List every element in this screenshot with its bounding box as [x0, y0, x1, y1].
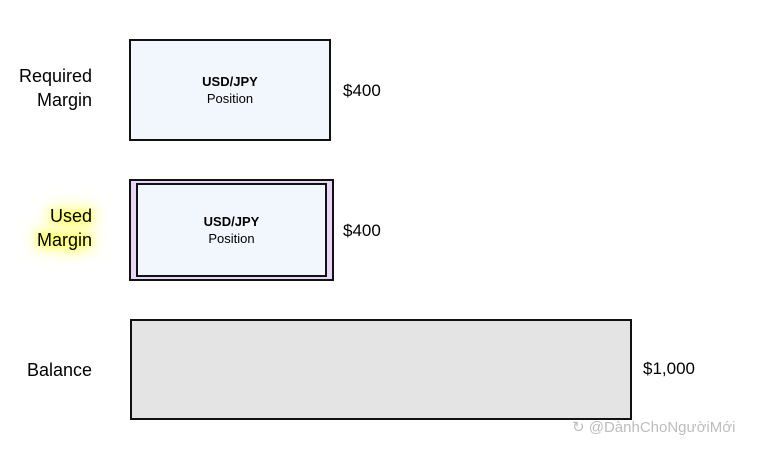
- required-margin-amount: $400: [343, 81, 381, 100]
- used-margin-amount: $400: [343, 221, 381, 240]
- balance-label: Balance: [0, 358, 92, 382]
- balance-label-text: Balance: [26, 360, 92, 380]
- watermark-logo-icon: ↻: [572, 419, 585, 436]
- balance-amount: $1,000: [643, 359, 695, 378]
- used-margin-label-line1: Used: [49, 206, 92, 226]
- used-margin-outer-box: USD/JPY Position: [129, 179, 334, 281]
- required-margin-label-line1: Required: [18, 66, 92, 86]
- used-margin-position-box: USD/JPY Position: [136, 183, 327, 277]
- watermark: ↻ @DànhChoNgườiMới: [572, 418, 735, 436]
- used-margin-box-subtitle: Position: [208, 231, 255, 246]
- used-margin-label-line2: Margin: [36, 230, 92, 250]
- required-margin-position-box: USD/JPY Position: [129, 39, 331, 141]
- required-margin-label: Required Margin: [0, 64, 92, 112]
- used-margin-box-title: USD/JPY: [203, 214, 260, 229]
- required-margin-label-line2: Margin: [36, 90, 92, 110]
- used-margin-label: Used Margin: [0, 204, 92, 252]
- required-margin-box-title: USD/JPY: [202, 74, 258, 89]
- required-margin-box-subtitle: Position: [206, 91, 254, 106]
- watermark-text: @DànhChoNgườiMới: [588, 419, 736, 436]
- balance-box: [130, 319, 632, 420]
